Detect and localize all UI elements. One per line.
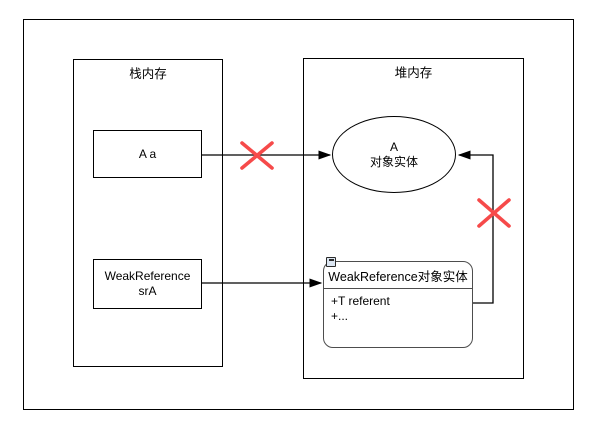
object-entity-ellipse: A 对象实体: [332, 116, 456, 193]
stack-memory-label: 栈内存: [129, 67, 167, 81]
var-a-label: A a: [138, 146, 157, 161]
weakref-object-box: WeakReference对象实体 +T referent +...: [323, 257, 473, 348]
stack-memory-region: 栈内存: [73, 59, 223, 367]
object-entity-line2: 对象实体: [369, 154, 418, 169]
weakref-var-box: WeakReference srA: [93, 259, 202, 309]
var-a-box: A a: [93, 130, 202, 178]
weakref-var-line2: srA: [138, 284, 157, 298]
weakref-object-title: WeakReference对象实体: [324, 262, 472, 289]
minus-collapse-icon: [326, 257, 336, 267]
weakref-object-fields: +T referent +...: [324, 289, 472, 324]
heap-memory-label: 堆内存: [394, 66, 433, 80]
weakref-var-line1: WeakReference: [104, 269, 191, 283]
diagram-outer-frame: [23, 19, 574, 410]
object-entity-line1: A: [389, 139, 398, 154]
field-ellipsis: +...: [331, 309, 349, 323]
field-referent: +T referent: [331, 294, 390, 308]
